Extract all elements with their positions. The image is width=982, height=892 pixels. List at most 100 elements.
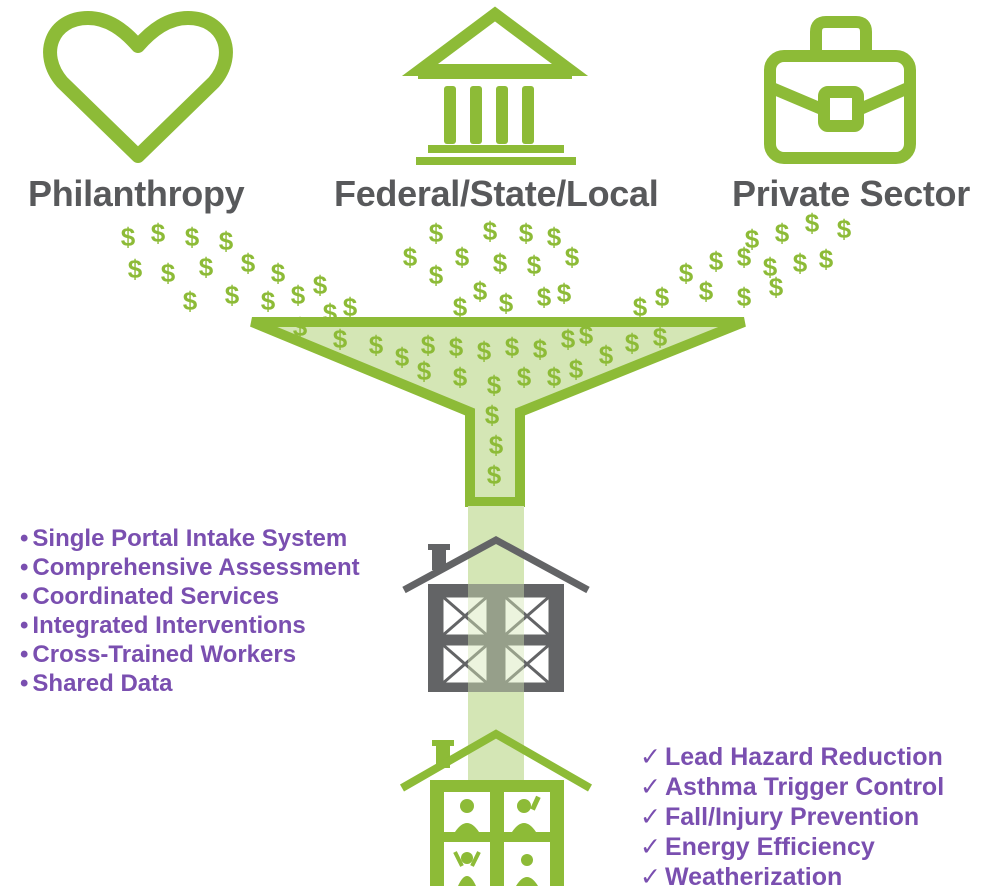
dollar-sign-icon: $ <box>225 280 240 310</box>
feature-item-label: Comprehensive Assessment <box>32 554 360 581</box>
dollar-sign-icon: $ <box>775 218 790 248</box>
source-label-philanthropy: Philanthropy <box>28 173 245 214</box>
outcomes-list: ✓Lead Hazard Reduction ✓Asthma Trigger C… <box>640 742 944 892</box>
dollar-sign-icon: $ <box>477 336 492 366</box>
dollar-sign-icon: $ <box>455 242 470 272</box>
dollar-sign-icon: $ <box>819 244 834 274</box>
dollar-sign-icon: $ <box>547 362 562 392</box>
dollar-sign-icon: $ <box>745 224 760 254</box>
dollar-sign-icon: $ <box>161 258 176 288</box>
feature-item-label: Coordinated Services <box>32 583 280 610</box>
dollar-sign-icon: $ <box>565 242 580 272</box>
dollar-sign-icon: $ <box>547 222 562 252</box>
fragmented-house-icon <box>402 536 590 692</box>
source-label-government: Federal/State/Local <box>334 173 659 214</box>
source-label-private-sector: Private Sector <box>732 173 970 214</box>
dollar-sign-icon: $ <box>128 254 143 284</box>
dollar-sign-icon: $ <box>805 208 820 238</box>
dollar-sign-icon: $ <box>449 332 464 362</box>
outcome-item: ✓Asthma Trigger Control <box>640 772 944 802</box>
dollar-sign-icon: $ <box>679 258 694 288</box>
dollar-sign-icon: $ <box>793 248 808 278</box>
check-icon: ✓ <box>640 833 661 861</box>
dollar-sign-icon: $ <box>579 320 594 350</box>
dollar-sign-icon: $ <box>655 282 670 312</box>
outcome-item-label: Weatherization <box>664 863 843 891</box>
check-icon: ✓ <box>640 863 661 891</box>
dollar-sign-icon: $ <box>537 282 552 312</box>
dollar-sign-icon: $ <box>599 340 614 370</box>
dollar-sign-icon: $ <box>527 250 542 280</box>
dollar-sign-icon: $ <box>151 218 166 248</box>
dollar-sign-icon: $ <box>769 272 784 302</box>
dollar-sign-icon: $ <box>489 430 504 460</box>
outcome-item-label: Energy Efficiency <box>664 833 875 861</box>
dollar-sign-icon: $ <box>505 332 520 362</box>
outcome-item: ✓Lead Hazard Reduction <box>640 742 944 772</box>
dollar-sign-icon: $ <box>473 276 488 306</box>
outcome-item: ✓Weatherization <box>640 862 944 892</box>
feature-item: •Integrated Interventions <box>20 611 360 640</box>
feature-item-label: Cross-Trained Workers <box>32 641 297 668</box>
integration-features-list: •Single Portal Intake System •Comprehens… <box>20 524 360 698</box>
dollar-sign-icon: $ <box>395 342 410 372</box>
dollar-sign-icon: $ <box>487 370 502 400</box>
dollar-sign-icon: $ <box>183 286 198 316</box>
dollar-sign-icon: $ <box>633 292 648 322</box>
bullet-mark: • <box>20 583 29 610</box>
dollar-sign-icon: $ <box>561 324 576 354</box>
dollar-sign-icon: $ <box>271 258 286 288</box>
outcome-item-label: Fall/Injury Prevention <box>664 803 920 831</box>
dollar-sign-icon: $ <box>483 216 498 246</box>
dollar-sign-icon: $ <box>487 460 502 490</box>
dollar-sign-icon: $ <box>699 276 714 306</box>
briefcase-icon <box>764 16 916 164</box>
dollar-sign-icon: $ <box>653 322 668 352</box>
dollar-sign-icon: $ <box>417 356 432 386</box>
bullet-mark: • <box>20 670 29 697</box>
dollar-sign-icon: $ <box>453 362 468 392</box>
dollar-sign-icon: $ <box>533 334 548 364</box>
feature-item: •Comprehensive Assessment <box>20 553 360 582</box>
dollar-sign-icon: $ <box>519 218 534 248</box>
dollar-sign-icon: $ <box>323 298 338 328</box>
dollar-sign-icon: $ <box>291 280 306 310</box>
feature-item: •Shared Data <box>20 669 360 698</box>
dollar-sign-icon: $ <box>185 222 200 252</box>
feature-item-label: Single Portal Intake System <box>32 525 348 552</box>
dollar-sign-icon: $ <box>403 242 418 272</box>
dollar-sign-icon: $ <box>429 218 444 248</box>
feature-item: •Coordinated Services <box>20 582 360 611</box>
dollar-sign-icon: $ <box>121 222 136 252</box>
dollar-sign-icon: $ <box>241 248 256 278</box>
dollar-sign-icon: $ <box>421 330 436 360</box>
dollar-sign-icon: $ <box>219 226 234 256</box>
dollar-sign-icon: $ <box>569 354 584 384</box>
outcome-item-label: Lead Hazard Reduction <box>664 743 943 771</box>
outcome-item-label: Asthma Trigger Control <box>664 773 945 801</box>
bullet-mark: • <box>20 525 29 552</box>
outcome-item: ✓Fall/Injury Prevention <box>640 802 944 832</box>
dollar-sign-icon: $ <box>557 278 572 308</box>
dollar-sign-icon: $ <box>499 288 514 318</box>
heart-icon <box>43 11 233 163</box>
check-icon: ✓ <box>640 803 661 831</box>
dollar-sign-icon: $ <box>453 292 468 322</box>
dollar-sign-icon: $ <box>517 362 532 392</box>
dollar-sign-icon: $ <box>493 248 508 278</box>
bullet-mark: • <box>20 612 29 639</box>
outcome-item: ✓Energy Efficiency <box>640 832 944 862</box>
dollar-sign-icon: $ <box>737 282 752 312</box>
dollar-sign-icon: $ <box>293 312 308 342</box>
dollar-sign-icon: $ <box>709 246 724 276</box>
bullet-mark: • <box>20 641 29 668</box>
dollar-sign-icon: $ <box>429 260 444 290</box>
check-icon: ✓ <box>640 743 661 771</box>
dollar-sign-icon: $ <box>313 270 328 300</box>
check-icon: ✓ <box>640 773 661 801</box>
feature-item-label: Integrated Interventions <box>32 612 306 639</box>
dollar-sign-icon: $ <box>333 324 348 354</box>
dollar-sign-icon: $ <box>261 286 276 316</box>
government-building-icon <box>401 6 589 165</box>
dollar-sign-icon: $ <box>763 252 778 282</box>
